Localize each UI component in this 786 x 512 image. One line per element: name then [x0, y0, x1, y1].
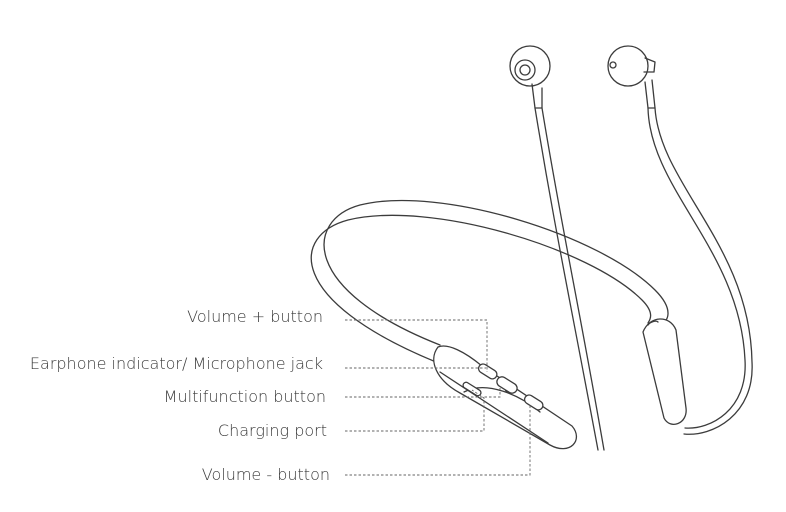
charging-port	[462, 381, 482, 397]
leader-multifunction	[345, 388, 501, 398]
callout-volume-minus: Volume - button	[201, 465, 330, 484]
right-control-pod	[642, 318, 687, 425]
leader-volume-minus	[345, 405, 531, 476]
callout-indicator-mic-jack: Earphone indicator/ Microphone jack	[29, 354, 323, 373]
volume-plus-button	[477, 363, 498, 380]
leader-volume-plus	[345, 319, 488, 372]
left-earphone	[509, 45, 605, 451]
callout-charging-port: Charging port	[217, 421, 327, 440]
volume-minus-button	[523, 394, 544, 411]
leader-lines	[345, 319, 531, 476]
callout-multifunction: Multifunction button	[163, 387, 326, 406]
right-earphone	[607, 45, 753, 435]
callout-volume-plus: Volume + button	[187, 307, 323, 326]
leader-charging	[345, 389, 485, 432]
pod-controls	[462, 363, 544, 411]
neckband	[310, 199, 669, 363]
multifunction-button	[496, 376, 518, 394]
